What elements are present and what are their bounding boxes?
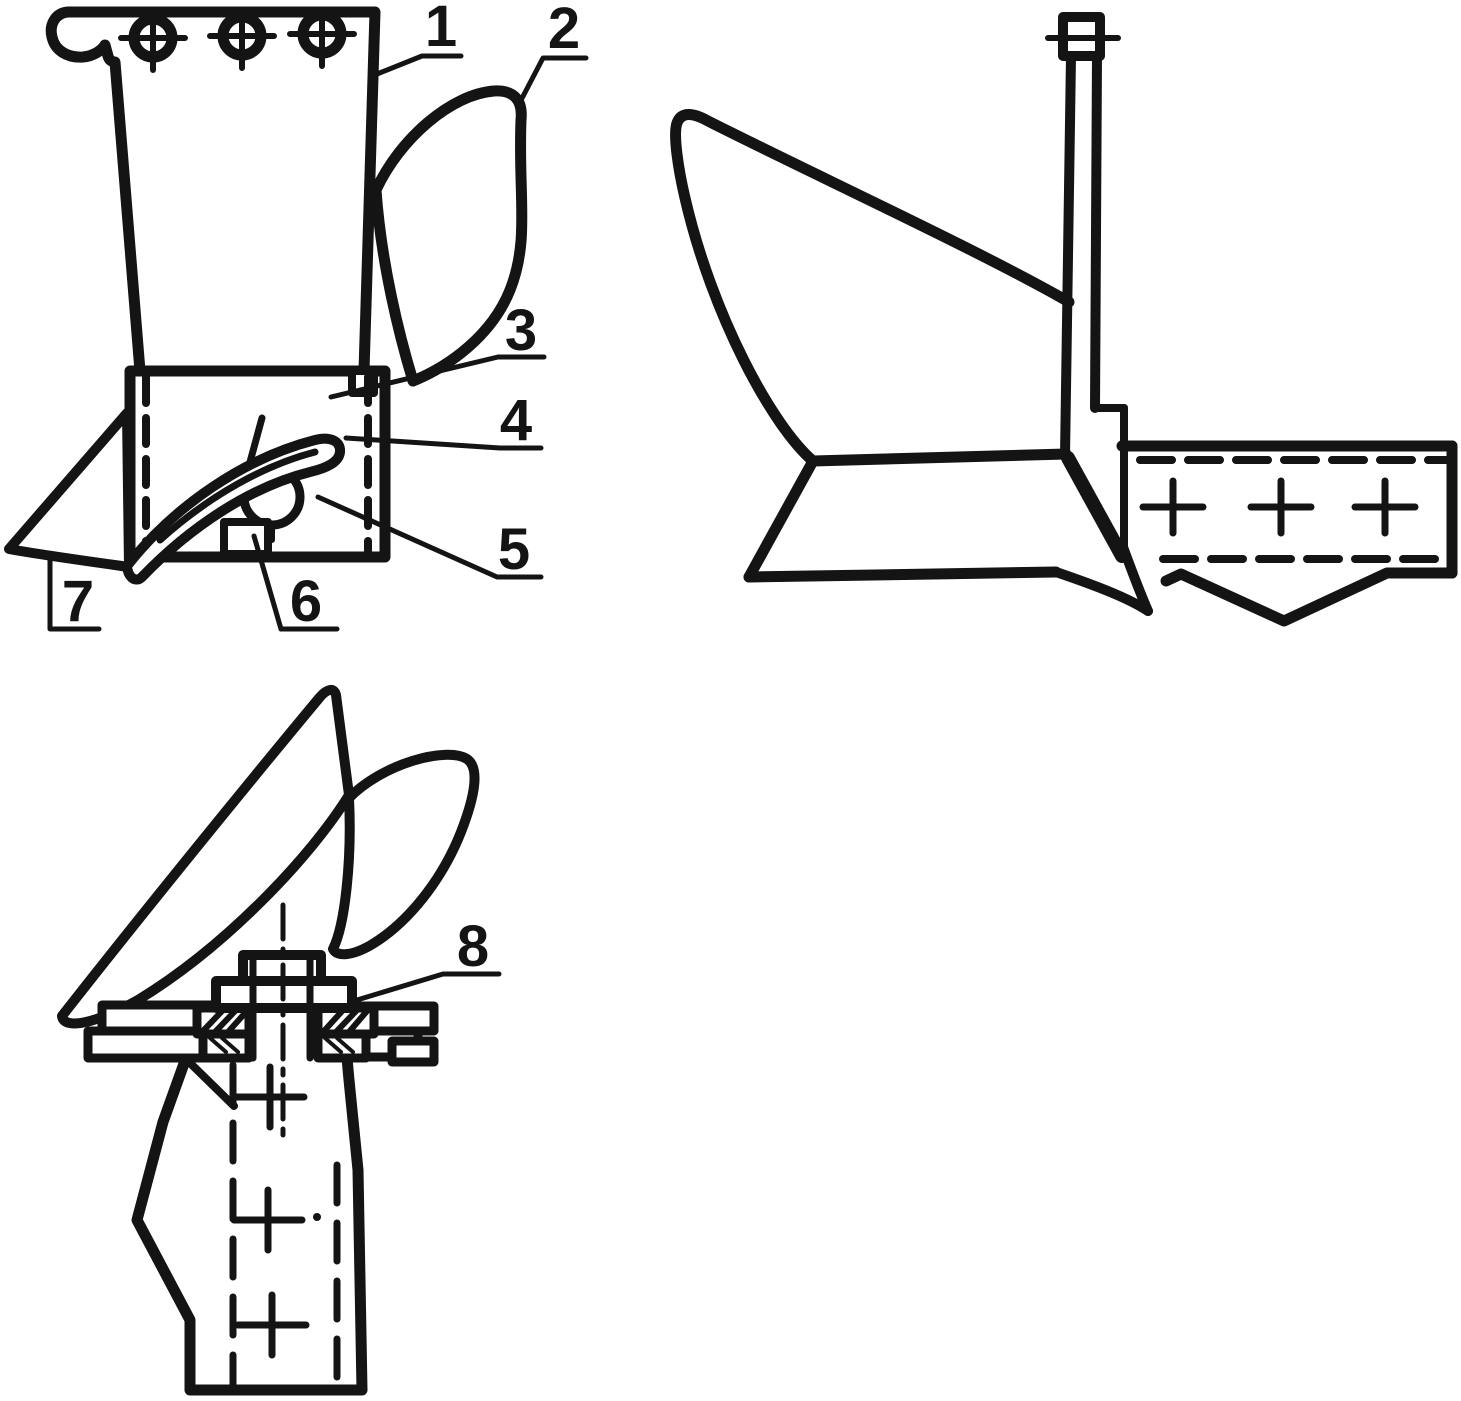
right-plate-step (387, 1036, 439, 1067)
shank-top-diagonal (185, 1058, 238, 1110)
mount-hole-1 (118, 9, 188, 73)
standard-plate (45, 6, 381, 377)
callout-4-label: 4 (500, 388, 532, 453)
bolt-shank-edges (249, 954, 314, 1062)
section-moldboard-sheet (57, 685, 354, 1029)
callout-1-leader (374, 53, 464, 77)
curved-shin (122, 433, 345, 585)
shank-hole-marks (230, 1063, 321, 1359)
landside-wing (4, 408, 134, 572)
seat-left (198, 1029, 254, 1063)
rear-view (4, 6, 528, 585)
moldboard-outline (370, 85, 528, 387)
curved-shin-tick (246, 414, 266, 466)
callout-5-label: 5 (498, 517, 530, 582)
bar-bottom-v-edge (1160, 567, 1458, 627)
callout-1-label: 1 (425, 0, 457, 59)
post-right-edge (1090, 51, 1102, 413)
share-left-edge (743, 455, 819, 583)
callouts: 1 2 3 4 5 6 7 8 (47, 0, 589, 1003)
callout-5-leader (315, 494, 544, 580)
callout-8-label: 8 (457, 914, 489, 979)
callout-3-leader (328, 354, 547, 400)
mount-hole-2 (207, 8, 277, 71)
shin-edge-band (1061, 451, 1129, 563)
callout-3-label: 3 (505, 298, 537, 363)
seat-right (313, 1029, 371, 1063)
side-view (670, 12, 1458, 627)
callout-6-leader (251, 533, 340, 632)
curved-shin-inner-line (156, 448, 319, 544)
callout-7-label: 7 (62, 569, 94, 634)
callout-2-label: 2 (548, 0, 580, 61)
section-share-leaf (328, 749, 480, 960)
shank-outline (131, 1052, 368, 1396)
callout-8-leader (354, 971, 502, 1003)
callout-6-label: 6 (290, 569, 322, 634)
callout-4-leader (343, 435, 544, 451)
mount-hole-3 (287, 7, 357, 69)
bar-hole-marks (1139, 477, 1419, 537)
clamp-tab (220, 518, 272, 558)
callout-7-leader (47, 551, 102, 632)
side-moldboard-bottom-edge (807, 448, 1072, 467)
post-left-edge (1060, 51, 1076, 461)
side-moldboard-outline (670, 109, 1075, 467)
section-view (57, 685, 480, 1396)
share-bottom-edge (743, 566, 1062, 583)
callout-2-leader (516, 55, 589, 107)
